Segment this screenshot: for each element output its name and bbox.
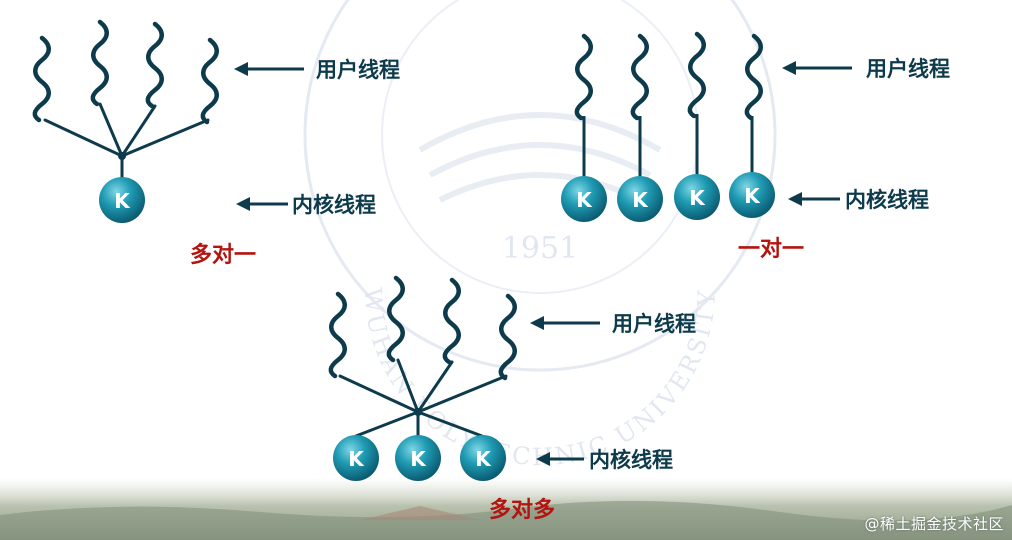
user-thread-arrow [530,316,600,330]
user-thread-label: 用户线程 [316,58,400,82]
user-thread-wave [445,280,459,362]
junction-dot [414,408,422,416]
user-thread-label: 用户线程 [612,312,696,336]
user-thread-wave [747,36,761,118]
kernel-node: K [460,435,506,481]
kernel-thread-arrow [536,452,584,466]
user-thread-wave [331,294,345,376]
svg-text:K: K [744,184,761,208]
svg-text:K: K [410,447,427,471]
user-thread-wave [35,38,49,120]
landscape-strip [0,478,1012,540]
kernel-node: K [333,435,379,481]
user-thread-label: 用户线程 [866,57,950,81]
user-thread-wave [633,36,647,118]
one-to-one-label: 一对一 [738,237,804,262]
kernel-node: K [729,172,775,218]
user-thread-wave [93,22,107,104]
kernel-thread-label: 内核线程 [845,188,929,212]
kernel-thread-arrow [236,197,288,211]
many-to-many-label: 多对多 [489,497,555,523]
many-to-one-model: K 用户线程 内核线程 多对一 [35,22,400,268]
kernel-thread-arrow [788,192,840,206]
user-thread-wave [690,34,704,116]
kernel-thread-label: 内核线程 [589,448,673,472]
thread-connector-lines [43,102,210,180]
many-to-one-label: 多对一 [190,242,256,268]
svg-text:K: K [689,186,706,210]
user-thread-arrow [234,62,304,76]
user-thread-wave [203,40,217,122]
svg-text:K: K [632,188,649,212]
junction-dot [118,152,126,160]
watermark-year: 1951 [502,231,578,266]
thread-connector-lines [338,358,508,438]
user-thread-wave [501,296,515,378]
kernel-thread-label: 内核线程 [292,193,376,217]
user-thread-wave [577,36,591,118]
many-to-many-model: K K K 用户线程 内核线程 多对多 [331,278,696,523]
one-to-one-model: K K K K 用户线程 内核线程 一对一 [561,34,950,262]
kernel-node: K [561,176,607,222]
thread-connector-lines [582,114,754,176]
source-credit: @稀土掘金技术社区 [864,515,1004,533]
user-thread-wave [148,24,162,106]
svg-text:K: K [475,447,492,471]
svg-text:K: K [348,447,365,471]
kernel-node: K [674,174,720,220]
kernel-node: K [395,435,441,481]
svg-text:K: K [114,189,131,213]
kernel-node: K [617,176,663,222]
kernel-node: K [99,177,145,223]
svg-text:K: K [576,188,593,212]
user-thread-arrow [782,61,852,75]
